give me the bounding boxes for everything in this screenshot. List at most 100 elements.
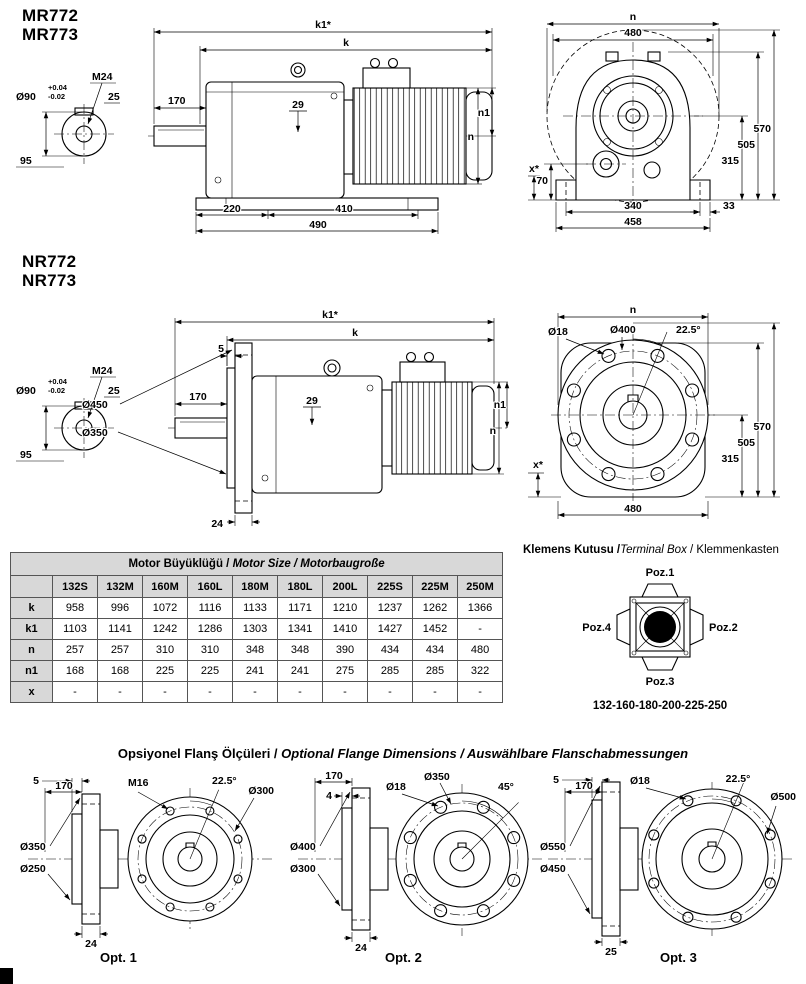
opt1-front-view xyxy=(127,788,253,932)
nr-title-line2: NR773 xyxy=(22,271,77,291)
nr-end-dim-570: 570 xyxy=(753,421,771,433)
opt1-section-view xyxy=(28,793,274,925)
nr-end-dim-n: n xyxy=(630,304,636,316)
nr-shaft-thread: M24 xyxy=(92,365,113,377)
nr-shaft-drawing xyxy=(16,376,120,462)
opt2-dim-outer: Ø400 xyxy=(290,841,316,853)
cell-n-8: 434 xyxy=(412,639,458,661)
col-250m: 250M xyxy=(456,575,504,598)
motor-size-table: Motor Büyüklüğü / Motor Size / Motorbaug… xyxy=(9,552,504,703)
mr-shaft-dim-95: 95 xyxy=(20,155,32,167)
nr-dim-dia450: Ø450 xyxy=(82,399,108,411)
nr-dim-n: n xyxy=(490,425,496,437)
table-corner-cell xyxy=(10,575,53,598)
nr-shaft-diameter: Ø90 xyxy=(16,385,36,397)
opt1-dim-outer: Ø350 xyxy=(20,841,46,853)
cell-k1-3: 1286 xyxy=(187,618,233,640)
mr-end-dim-458: 458 xyxy=(624,216,642,228)
opt3-dim-bolt-circle: Ø500 xyxy=(770,791,796,803)
terminal-caption-en: Terminal Box xyxy=(620,544,687,556)
nr-end-dim-480: 480 xyxy=(624,503,642,515)
mr-dim-n1: n1 xyxy=(478,107,490,119)
table-title-en: Motor Size xyxy=(232,558,291,570)
opt2-dim-thickness: 24 xyxy=(355,942,367,954)
table-title: Motor Büyüklüğü / Motor Size / Motorbaug… xyxy=(9,552,504,576)
nr-end-view: n Ø18 Ø400 22.5° 570 505 315 x* 480 xyxy=(528,303,780,519)
mr-shaft-detail: +0.04 -0.02 Ø90 M24 25 95 xyxy=(15,70,121,168)
mr-end-drawing xyxy=(546,29,720,208)
flange-title-tr: Opsiyonel Flanş Ölçüleri / xyxy=(117,746,282,761)
table-title-tr: Motor Büyüklüğü / xyxy=(128,558,233,570)
cell-x-9: - xyxy=(456,681,504,703)
opt1-dim-bolt-circle: Ø300 xyxy=(248,785,274,797)
cell-k-7: 1237 xyxy=(367,597,413,619)
mr-shaft-tol-plus: +0.04 xyxy=(48,83,68,92)
mr-end-dim-570: 570 xyxy=(753,123,771,135)
cell-k1-8: 1452 xyxy=(412,618,458,640)
row-label-n1: n1 xyxy=(10,660,53,682)
nr-end-dim-x: x* xyxy=(533,459,544,471)
opt1-dim-angle: 22.5° xyxy=(212,775,237,787)
terminal-sizes-line: 132-160-180-200-225-250 xyxy=(592,700,728,712)
terminal-poz3-label: Poz.3 xyxy=(646,676,675,688)
opt3-dim-outer: Ø550 xyxy=(540,841,566,853)
row-label-n: n xyxy=(10,639,53,661)
terminal-box-diagram: Poz.1 Poz.2 Poz.3 Poz.4 xyxy=(581,566,739,689)
nr-dim-5: 5 xyxy=(218,343,224,355)
nr-shaft-dim-25: 25 xyxy=(108,385,120,397)
table-header-row: 132S 132M 160M 160L 180M 180L 200L 225S … xyxy=(10,575,504,598)
cell-n1-0: 168 xyxy=(52,660,98,682)
mr-dim-490: 490 xyxy=(309,219,327,231)
nr-series-title: NR772 NR773 xyxy=(22,252,76,290)
mr-title-line2: MR773 xyxy=(22,25,79,45)
cell-k1-5: 1341 xyxy=(277,618,323,640)
col-225s: 225S xyxy=(367,575,413,598)
cell-x-5: - xyxy=(277,681,323,703)
mr-end-dim-n: n xyxy=(630,11,636,23)
nr-end-dimensions xyxy=(528,313,780,519)
nr-dim-n1: n1 xyxy=(494,399,506,411)
mr-side-dimensions xyxy=(153,28,496,234)
mr-dim-k1: k1* xyxy=(315,19,332,31)
cell-n1-9: 322 xyxy=(456,660,504,682)
mr-title-line1: MR772 xyxy=(22,6,79,25)
nr-side-drawing xyxy=(168,342,508,514)
nr-dim-29: 29 xyxy=(306,395,318,407)
opt3-label: Opt. 3 xyxy=(660,950,697,965)
opt3-dim-5: 5 xyxy=(553,774,559,786)
mr-dim-29: 29 xyxy=(292,99,304,111)
opt1-label: Opt. 1 xyxy=(100,950,137,965)
table-row-n1: n1 168 168 225 225 241 241 275 285 285 3… xyxy=(10,660,504,682)
opt3-dim-angle: 22.5° xyxy=(726,773,751,785)
cell-n1-3: 225 xyxy=(187,660,233,682)
opt3-dim-170: 170 xyxy=(575,780,593,792)
cell-x-7: - xyxy=(367,681,413,703)
cell-x-1: - xyxy=(97,681,143,703)
nr-end-drawing xyxy=(551,331,715,501)
nr-shaft-dim-95: 95 xyxy=(20,449,32,461)
cell-n-9: 480 xyxy=(456,639,504,661)
table-title-row: Motor Büyüklüğü / Motor Size / Motorbaug… xyxy=(9,552,504,576)
cell-n-0: 257 xyxy=(52,639,98,661)
opt2-dimensions xyxy=(314,778,452,942)
cell-k1-4: 1303 xyxy=(232,618,278,640)
mr-end-dim-340: 340 xyxy=(624,200,642,212)
mr-dim-n: n xyxy=(468,131,474,143)
nr-dim-170: 170 xyxy=(189,391,207,403)
opt2-dim-170: 170 xyxy=(325,770,343,782)
nr-shaft-detail: +0.04 -0.02 Ø90 M24 25 95 xyxy=(15,364,121,462)
cell-n-3: 310 xyxy=(187,639,233,661)
opt2-dim-hole: Ø18 xyxy=(386,781,406,793)
table-row-k: k 958 996 1072 1116 1133 1171 1210 1237 … xyxy=(10,597,504,619)
nr-dim-k1: k1* xyxy=(322,309,339,321)
col-132s: 132S xyxy=(52,575,98,598)
col-225m: 225M xyxy=(412,575,458,598)
cell-n1-7: 285 xyxy=(367,660,413,682)
mr-end-dim-x: x* xyxy=(529,163,540,175)
cell-x-6: - xyxy=(322,681,368,703)
opt2-dim-angle: 45° xyxy=(498,781,514,793)
mr-shaft-tol-minus: -0.02 xyxy=(48,92,65,101)
cell-n-7: 434 xyxy=(367,639,413,661)
nr-title-line1: NR772 xyxy=(22,252,77,271)
cell-k-4: 1133 xyxy=(232,597,278,619)
